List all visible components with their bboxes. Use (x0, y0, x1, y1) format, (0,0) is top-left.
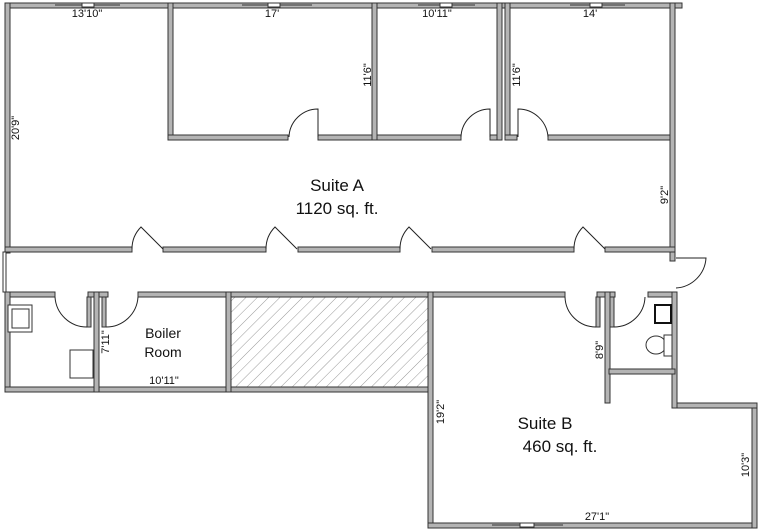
sink-icon (654, 304, 672, 324)
dim-boiler-depth: 7'11" (100, 330, 112, 354)
toilet-icon (645, 335, 667, 355)
suite-b-name: Suite B (518, 414, 573, 433)
dim-office1-width: 17' (265, 8, 279, 20)
dim-suite-b-bottom: 27'1" (585, 511, 609, 523)
suite-a-area: 1120 sq. ft. (296, 199, 379, 218)
doors (54, 108, 707, 328)
dim-suite-a-right: 9'2" (659, 186, 671, 204)
dim-office3-width: 14' (583, 8, 597, 20)
dim-suite-a-top: 13'10" (72, 8, 103, 20)
windows (55, 2, 625, 528)
dim-suite-b-bath: 8'9" (594, 341, 606, 359)
dim-office1-depth: 11'6" (362, 63, 374, 87)
room-labels: Suite A 1120 sq. ft. Suite B 460 sq. ft.… (144, 176, 597, 456)
suite-b-area: 460 sq. ft. (523, 437, 598, 456)
dim-boiler-width: 10'11" (149, 375, 179, 387)
hatched-area (231, 297, 428, 387)
dim-suite-a-left: 20'9" (10, 116, 22, 140)
dim-suite-b-left: 19'2" (435, 400, 447, 424)
dim-office2-depth: 11'6" (511, 63, 523, 87)
suite-a-name: Suite A (310, 176, 365, 195)
dim-suite-b-right: 10'3" (740, 453, 752, 477)
fixtures (7, 304, 673, 379)
boiler-room-name: Boiler (145, 325, 181, 341)
boiler-room-name2: Room (144, 344, 181, 360)
boiler-unit-icon (69, 349, 94, 379)
dimension-labels: 13'10" 17' 10'11" 14' 11'6" 11'6" 20'9" … (10, 8, 752, 523)
dim-office2-width: 10'11" (422, 8, 452, 20)
